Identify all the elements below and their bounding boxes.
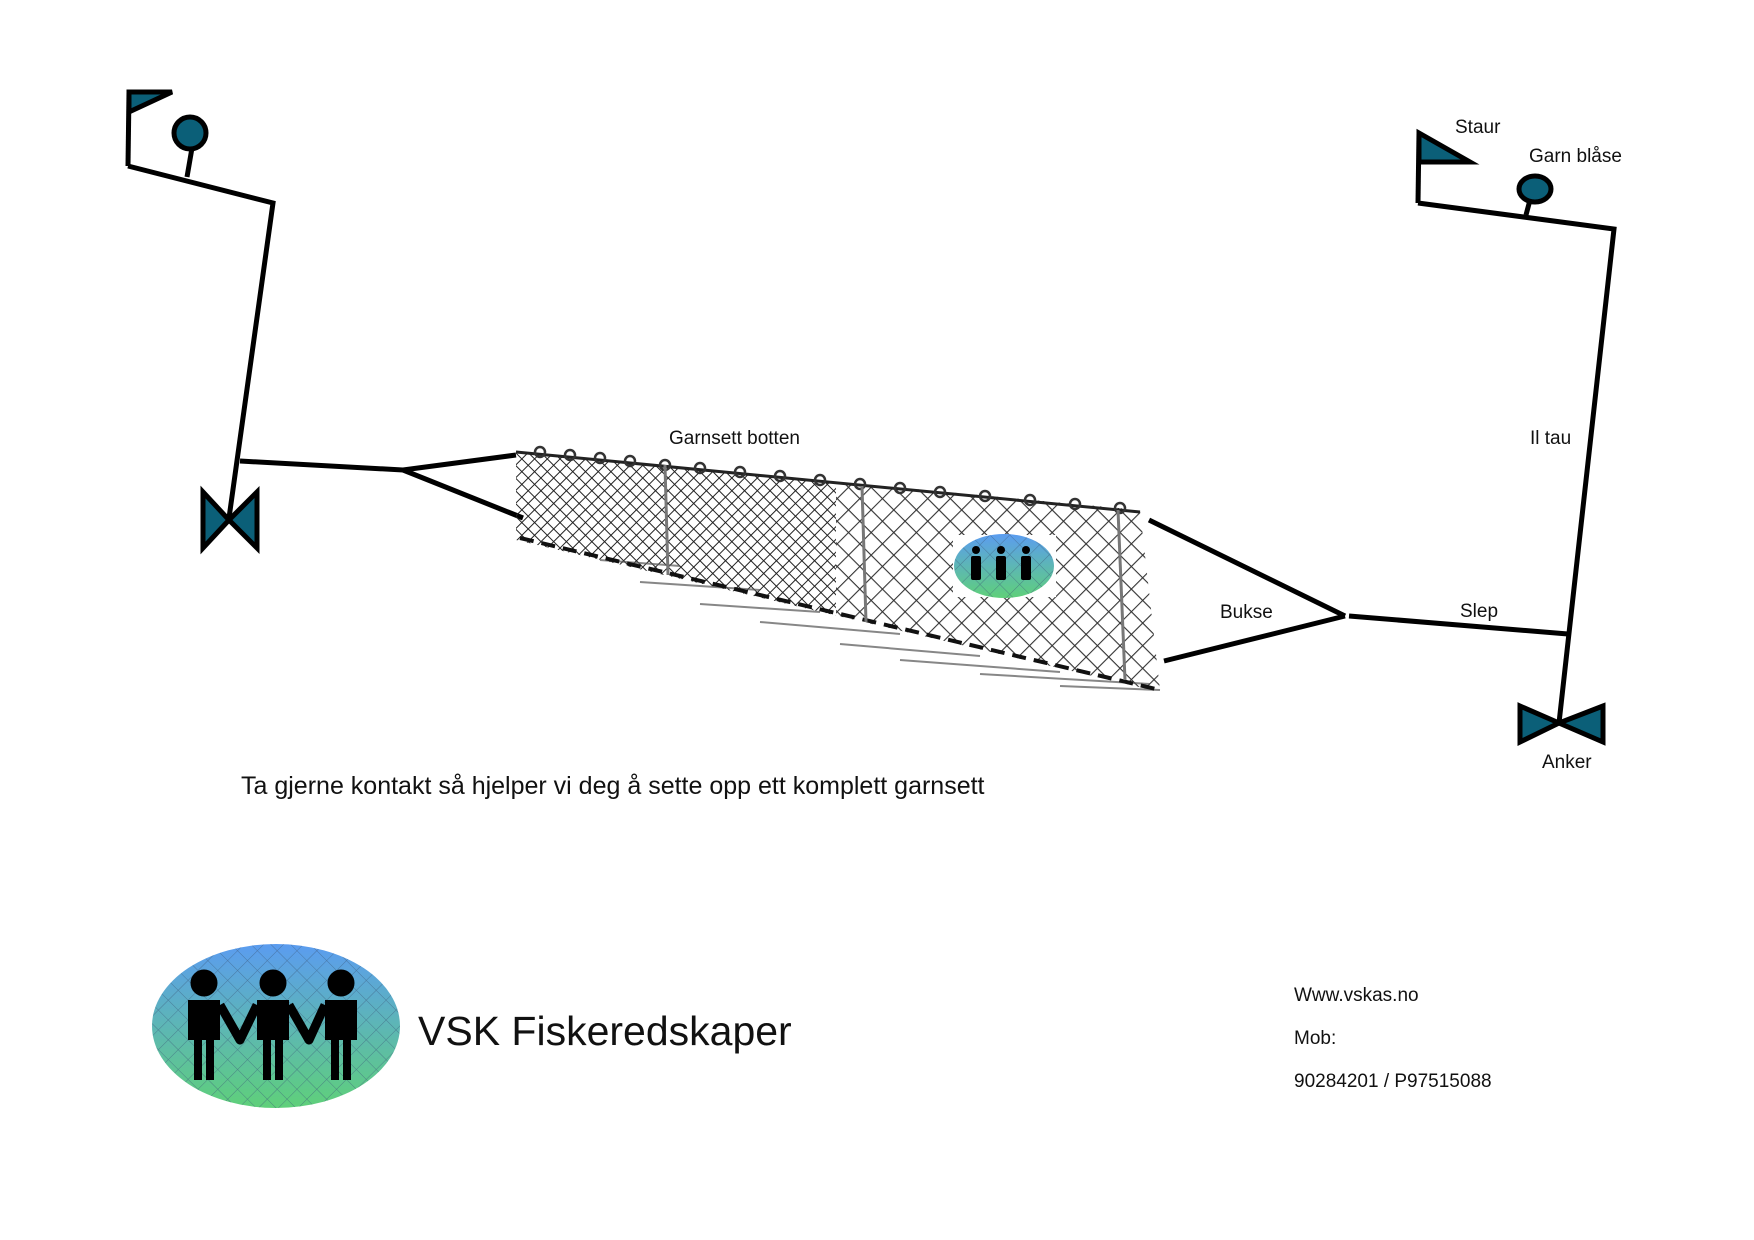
brand-name: VSK Fiskeredskaper	[418, 1008, 792, 1054]
left-float-rope	[127, 163, 276, 519]
right-buoy-icon	[1516, 173, 1554, 205]
contact-mob-label: Mob:	[1294, 1028, 1337, 1049]
left-tow-rope	[239, 452, 517, 473]
brand-logo-icon	[152, 944, 400, 1108]
net-logo-icon	[953, 534, 1056, 598]
left-buoy-stem	[184, 147, 195, 178]
right-anchor-icon	[1517, 702, 1565, 746]
label-bukse: Bukse	[1220, 602, 1273, 623]
right-marker	[1147, 128, 1617, 746]
slep-rope	[1348, 613, 1569, 637]
left-anchor-icon-right	[225, 485, 260, 555]
contact-website[interactable]: Www.vskas.no	[1294, 985, 1419, 1006]
tagline: Ta gjerne kontakt så hjelper vi deg å se…	[241, 772, 985, 800]
label-staur: Staur	[1455, 117, 1501, 138]
left-marker	[125, 89, 524, 555]
label-garn-blase: Garn blåse	[1529, 146, 1622, 167]
right-float-rope	[1417, 200, 1617, 724]
label-il-tau: Il tau	[1530, 428, 1572, 449]
label-garnsett-botten: Garnsett botten	[669, 428, 800, 449]
left-buoy-icon	[171, 114, 209, 152]
contact-phones: 90284201 / P97515088	[1294, 1071, 1492, 1092]
left-bridle-lower	[402, 467, 524, 521]
left-staur-pole	[125, 91, 132, 167]
left-anchor-icon	[200, 485, 233, 555]
right-staur-flag-icon	[1416, 128, 1480, 165]
right-bridle-lower	[1163, 613, 1346, 664]
label-anker: Anker	[1542, 752, 1592, 773]
left-staur-flag-icon	[126, 89, 174, 116]
gillnet-illustration	[515, 445, 1161, 692]
right-bridle-upper	[1147, 517, 1347, 619]
label-slep: Slep	[1460, 601, 1499, 622]
right-anchor-icon-right	[1552, 702, 1606, 746]
